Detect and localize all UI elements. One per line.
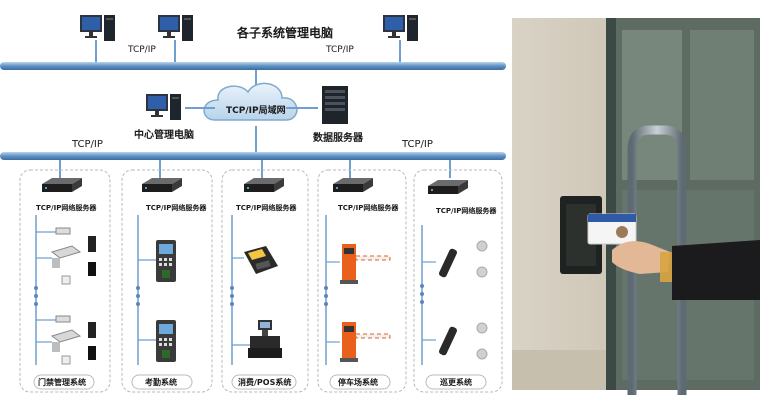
- top-title: 各子系统管理电脑: [236, 25, 333, 40]
- net-server-icon-3: [244, 178, 284, 192]
- net-server-icon-4: [333, 178, 373, 192]
- net-server-label-4: TCP/IP网络服务器: [338, 203, 399, 212]
- access-card-photo: [512, 18, 760, 395]
- net-server-label-3: TCP/IP网络服务器: [236, 203, 297, 212]
- net-server-label-1: TCP/IP网络服务器: [36, 203, 97, 212]
- fingerprint-terminal-icon-1: [138, 240, 176, 282]
- subsystem-label-3: 消费/POS系统: [238, 377, 291, 387]
- subsystem-panels: [19, 169, 503, 393]
- net-server-label-5: TCP/IP网络服务器: [436, 206, 497, 215]
- subsystem-pc-icon-3: [383, 15, 418, 41]
- subsystem-pc-icon-1: [80, 15, 115, 41]
- top-network-bus: [0, 62, 506, 70]
- panel-drop-lines: [59, 160, 451, 178]
- net-server-icon-1: [42, 178, 82, 192]
- tcp-label-top-2: TCP/IP: [325, 45, 354, 55]
- pos-register-icon: [232, 320, 282, 358]
- pos-terminal-icon: [232, 246, 278, 274]
- center-pc-icon: [146, 94, 181, 120]
- net-server-labels: TCP/IP网络服务器 TCP/IP网络服务器 TCP/IP网络服务器 TCP/…: [36, 203, 497, 215]
- patrol-wand-icon-1: [422, 240, 488, 278]
- tcp-label-mid-1: TCP/IP: [71, 139, 103, 150]
- net-server-icon-5: [428, 180, 468, 194]
- subsystem-label-2: 考勤系统: [145, 377, 177, 387]
- main-network-bus: [0, 152, 506, 160]
- lan-cloud-icon: [203, 82, 298, 121]
- access-controller-icon-1: [36, 227, 96, 285]
- ellipsis-dots: [34, 284, 424, 306]
- patrol-wand-icon-2: [422, 322, 488, 360]
- subsystem-label-5: 巡更系统: [440, 377, 472, 387]
- top-drop-lines: [95, 40, 401, 152]
- tcp-label-top-1: TCP/IP: [127, 45, 156, 55]
- barrier-gate-icon-2: [326, 322, 391, 362]
- access-controller-icon-2: [36, 315, 96, 365]
- subsystem-label-1: 门禁管理系统: [38, 377, 86, 387]
- tcp-label-mid-2: TCP/IP: [401, 139, 433, 150]
- subsystem-name-labels: 门禁管理系统 考勤系统 消费/POS系统 停车场系统 巡更系统: [33, 374, 487, 390]
- center-pc-label: 中心管理电脑: [134, 128, 194, 141]
- data-server-label: 数据服务器: [313, 131, 364, 144]
- data-server-icon: [322, 86, 348, 124]
- subsystem-label-4: 停车场系统: [338, 377, 378, 387]
- lan-cloud-label: TCP/IP局域网: [226, 104, 286, 116]
- net-server-icon-2: [142, 178, 182, 192]
- fingerprint-terminal-icon-2: [138, 320, 176, 362]
- subsystem-pc-icon-2: [158, 15, 193, 41]
- net-server-label-2: TCP/IP网络服务器: [146, 203, 207, 212]
- barrier-gate-icon-1: [326, 244, 391, 284]
